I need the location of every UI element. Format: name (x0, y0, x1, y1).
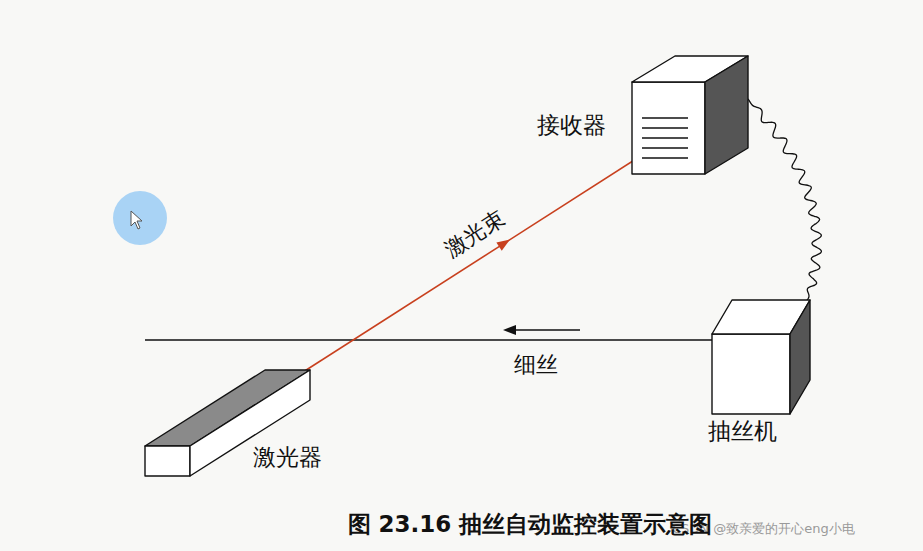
laser-beam (300, 134, 675, 374)
signal-cable (748, 99, 821, 302)
sensor-grille (642, 117, 688, 118)
sensor-grille (642, 157, 688, 158)
part-label: 细丝 (514, 352, 558, 378)
device-shape (710, 298, 814, 416)
device-face (145, 446, 190, 476)
direction-arrowhead (503, 325, 516, 335)
device-label: 激光器 (253, 444, 322, 472)
device-face (705, 56, 748, 174)
device-box: 抽丝机 (710, 298, 814, 416)
device-face (790, 300, 810, 414)
device-label: 接收器 (537, 112, 606, 140)
device-shape (630, 54, 752, 176)
device-label: 抽丝机 (708, 418, 777, 446)
sensor-grille (642, 127, 688, 128)
sensor-grille (642, 147, 688, 148)
fine-wire (145, 339, 712, 341)
arrowhead (496, 240, 510, 251)
device-box: 接收器 (630, 54, 752, 176)
cursor-pointer (131, 211, 142, 229)
sensor-grille (642, 137, 688, 138)
cursor-halo (113, 191, 167, 245)
device-face (712, 334, 790, 414)
device-face (632, 82, 705, 174)
device-box: 激光器 (143, 368, 313, 480)
figure-caption: 图 23.16 抽丝自动监控装置示意图 (250, 511, 810, 539)
beam-label: 激光束 (440, 205, 510, 263)
direction-arrow (512, 329, 580, 331)
